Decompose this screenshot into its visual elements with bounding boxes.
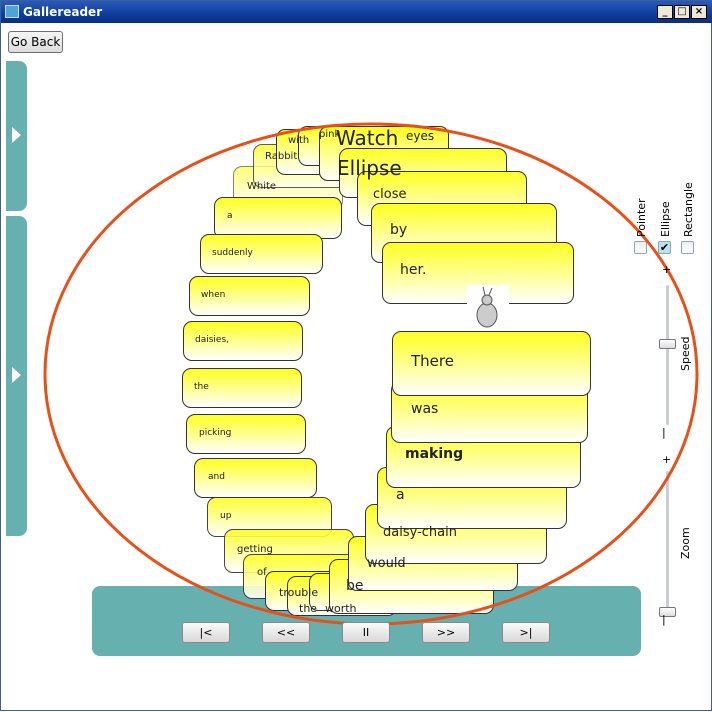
word-text: Rabbit <box>265 151 298 162</box>
speed-slider[interactable] <box>666 285 669 425</box>
speed-minus: | <box>662 426 666 439</box>
pointer-label: Pointer <box>635 198 648 237</box>
word-text: when <box>201 290 226 300</box>
word-text: daisy-chain <box>383 525 457 540</box>
word-text: suddenly <box>212 248 253 258</box>
word-text: close <box>373 187 407 202</box>
expand-arrow-icon <box>12 367 21 383</box>
word-text: There <box>411 352 454 370</box>
zoom-plus: + <box>662 453 672 466</box>
word-text: the <box>194 382 209 392</box>
word-text: up <box>220 511 232 521</box>
previous-button[interactable]: << <box>262 622 310 643</box>
speed-slider-thumb[interactable] <box>659 338 676 349</box>
first-button[interactable]: |< <box>182 622 230 643</box>
word-text: the <box>299 602 318 615</box>
word-text: by <box>390 222 408 238</box>
word-card[interactable] <box>214 197 342 239</box>
word-text: of <box>257 567 267 578</box>
word-text: with <box>288 135 310 146</box>
rectangle-checkbox[interactable] <box>681 241 694 254</box>
word-text: trouble <box>279 586 319 599</box>
window-title: Gallereader <box>23 5 103 19</box>
word-text: daisies, <box>195 335 230 345</box>
expand-arrow-icon <box>12 127 21 143</box>
word-text: worth <box>325 602 357 615</box>
word-text: White <box>247 181 277 192</box>
speed-label: Speed <box>679 336 692 371</box>
word-text: would <box>367 556 406 571</box>
word-text: getting <box>237 544 273 555</box>
word-text: be <box>346 578 364 594</box>
left-panel-toggle-top[interactable] <box>6 61 27 211</box>
zoom-label: Zoom <box>679 527 692 559</box>
app-icon <box>5 5 19 18</box>
white-rabbit-image <box>467 285 509 331</box>
zoom-minus: | <box>662 613 666 626</box>
go-back-button[interactable]: Go Back <box>8 31 63 53</box>
next-button[interactable]: >> <box>422 622 470 643</box>
ellipse-label: Ellipse <box>659 201 672 237</box>
check-icon: ✔ <box>659 241 670 254</box>
rectangle-label: Rectangle <box>682 182 695 237</box>
maximize-button[interactable]: □ <box>674 5 690 19</box>
left-panel-toggle-bottom[interactable] <box>6 216 27 536</box>
pointer-checkbox[interactable] <box>634 241 647 254</box>
word-text: a <box>396 487 405 503</box>
word-text: picking <box>199 428 232 438</box>
title-bar: Gallereader _ □ × <box>1 1 712 23</box>
pause-button[interactable]: II <box>342 622 390 643</box>
word-text: Ellipse <box>337 156 402 180</box>
word-text: a <box>227 211 233 221</box>
word-text: eyes <box>406 129 435 143</box>
word-text: Watch <box>336 126 399 150</box>
word-text: her. <box>400 262 427 278</box>
zoom-slider[interactable] <box>666 471 669 616</box>
close-button[interactable]: × <box>691 5 707 19</box>
last-button[interactable]: >| <box>502 622 550 643</box>
word-text: making <box>405 446 464 462</box>
minimize-button[interactable]: _ <box>657 5 673 19</box>
speed-plus: + <box>662 263 672 276</box>
ellipse-checkbox[interactable]: ✔ <box>658 241 671 254</box>
word-text: was <box>411 401 439 417</box>
word-text: and <box>208 472 225 482</box>
